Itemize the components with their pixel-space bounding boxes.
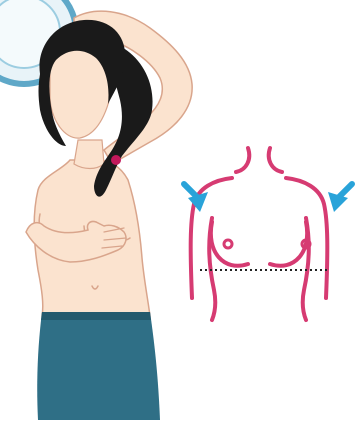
skirt-waistband (41, 312, 151, 320)
arrow-right-icon (328, 184, 352, 212)
diagram-left-neck (236, 148, 249, 172)
breast-diagram (191, 148, 328, 320)
diagram-right-neck (269, 148, 282, 172)
neck (74, 140, 104, 169)
skirt (37, 312, 160, 420)
hair-tie (111, 155, 121, 165)
woman-figure (26, 11, 192, 420)
diagram-left-nipple (224, 240, 232, 248)
diagram-left-breast (211, 222, 248, 266)
